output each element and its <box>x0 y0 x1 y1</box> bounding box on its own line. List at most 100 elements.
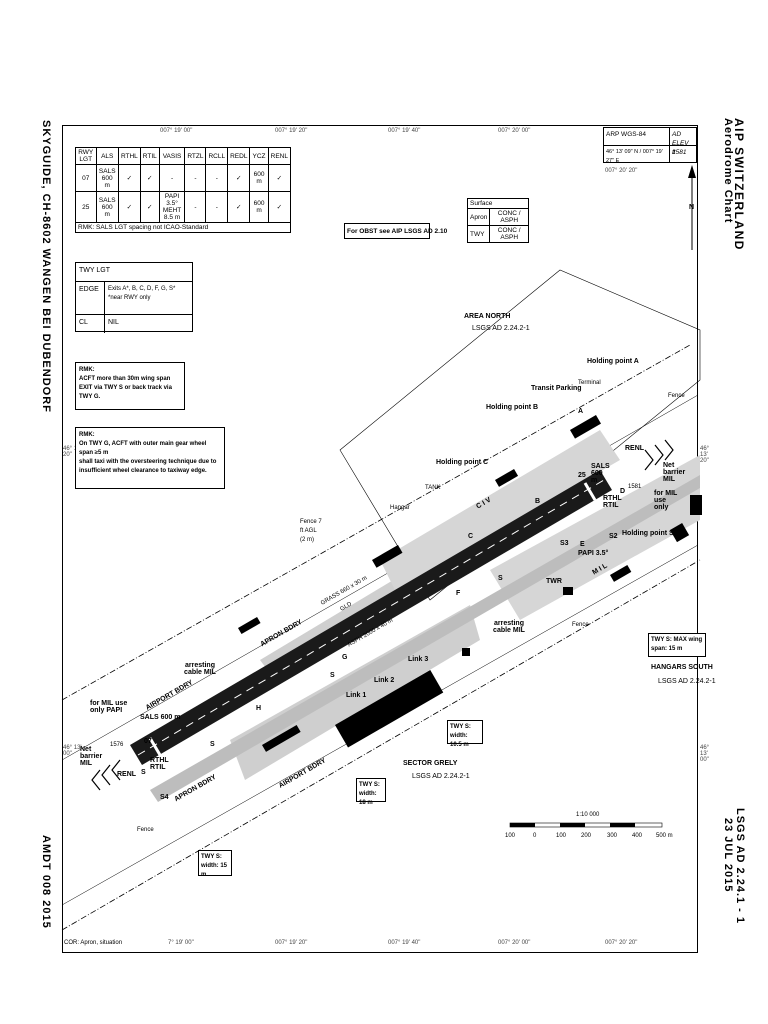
scale-tick: 100 <box>505 833 516 839</box>
airport-boundary-north <box>61 344 691 701</box>
arresting-cable-east: arresting cable MIL <box>493 620 525 634</box>
twy-e: E <box>580 541 585 548</box>
twy-s2: S2 <box>609 533 618 540</box>
remark-box-2: RMK: On TWY G, ACFT with outer main gear… <box>75 427 225 489</box>
coord-bottom-4: 007° 20' 00" <box>498 940 531 946</box>
arresting-cable-west: arresting cable MIL <box>184 662 216 676</box>
coord-top-3: 007° 19' 40" <box>388 128 421 134</box>
twy-h: H <box>256 705 262 712</box>
area-north-ref[interactable]: LSGS AD 2.24.2-1 <box>472 325 530 332</box>
arp-value: 46° 13' 09" N / 007° 19' 27" E <box>604 146 670 164</box>
twy-width-18: TWY S: width: 18 m <box>356 778 386 806</box>
airport-boundary-south <box>61 559 701 931</box>
apron-civ <box>380 430 620 590</box>
net-barrier-west: Net barrier MIL <box>80 746 103 767</box>
hangar-label: Hangar <box>390 505 410 511</box>
coord-right-1: 46° 13' 20" <box>700 446 710 464</box>
building <box>238 617 261 635</box>
holding-point-b: Holding point B <box>486 404 539 411</box>
twy-width-15: TWY S: width: 15 m <box>198 850 232 878</box>
twy-width-105: TWY S: width: 10.5 m <box>447 720 483 748</box>
twy-g: G <box>342 654 348 661</box>
twy-s-3: S <box>210 741 215 748</box>
fence-agl-label: Fence 7 ft AGL (2 m) <box>300 519 322 543</box>
twr-label: TWR <box>546 578 562 585</box>
arp-label: ARP WGS-84 <box>604 128 670 145</box>
renl-east: RENL <box>625 445 645 452</box>
scale-tick: 100 <box>556 833 567 839</box>
coord-bottom-2: 007° 19' 20" <box>275 940 308 946</box>
coord-left-2: 46° 13' 00" <box>63 745 82 757</box>
coord-inner-top: 007° 20' 20" <box>605 168 638 174</box>
runway-centerline <box>137 479 605 756</box>
twy-d: D <box>620 488 626 495</box>
coord-left-1: 46° 13' 20" <box>63 446 82 458</box>
rthl-east: RTHL RTIL <box>603 495 622 509</box>
building <box>262 725 301 752</box>
chart-frame <box>62 125 698 953</box>
coord-top-4: 007° 20' 00" <box>498 128 531 134</box>
threshold-25 <box>583 482 597 501</box>
sector-grely-ref[interactable]: LSGS AD 2.24.2-1 <box>412 773 470 780</box>
tank-label: TANK <box>425 485 441 491</box>
coord-top-2: 007° 19' 20" <box>275 128 308 134</box>
coord-bottom-1: 7° 19' 00" <box>168 940 194 946</box>
fence-label-e: Fence <box>572 622 589 628</box>
twy-c: C <box>468 533 474 540</box>
papi-east: PAPI 3.5° <box>578 550 609 557</box>
building <box>563 587 573 595</box>
arp-box: ARP WGS-84 AD ELEV ft 46° 13' 09" N / 00… <box>603 127 697 164</box>
hangar-block <box>335 670 444 748</box>
link-1: Link 1 <box>346 692 367 699</box>
threshold-07 <box>148 737 162 756</box>
terminal <box>570 415 601 439</box>
twy-f: F <box>456 590 461 597</box>
remark-box-1: RMK: ACFT more than 30m wing span EXIT v… <box>75 362 185 410</box>
sector-grely: SECTOR GRELY <box>403 760 458 767</box>
coord-bottom-5: 007° 20' 20" <box>605 940 638 946</box>
fence-label-s: Fence <box>137 827 154 833</box>
renl-west: RENL <box>117 771 137 778</box>
twy-a: A <box>578 408 584 415</box>
twy-lgt-title: TWY LGT <box>76 263 192 282</box>
obst-note: For OBST see AIP LSGS AD 2.10 <box>344 223 447 239</box>
transit-parking: Transit Parking <box>531 385 582 392</box>
hangars-south-ref[interactable]: LSGS AD 2.24.2-1 <box>658 678 716 685</box>
twy-lighting-table: TWY LGT EDGE Exits A*, B, C, D, F, G, S*… <box>75 262 193 333</box>
coord-top-1: 007° 19' 00" <box>160 128 193 134</box>
building <box>462 648 470 656</box>
for-mil-west: for MIL use only PAPI <box>90 700 128 714</box>
twy-s-2: S <box>330 672 335 679</box>
north-label: N <box>689 204 695 211</box>
scale-tick: 300 <box>607 833 618 839</box>
hangars-south: HANGARS SOUTH <box>651 664 713 671</box>
twy-s4: S4 <box>160 794 169 801</box>
building <box>610 565 632 582</box>
rwy-07-label: 07 <box>144 738 152 745</box>
scale-tick: 0 <box>533 833 537 839</box>
building <box>670 523 690 543</box>
holding-point-s1: Holding point S1 <box>622 530 678 537</box>
building <box>690 495 702 515</box>
for-mil-east: for MIL use only <box>654 490 678 511</box>
twy-max-note: TWY S: MAX wing span: 15 m <box>648 633 706 657</box>
correction-note: COR: Apron, situation <box>64 940 123 946</box>
hangar <box>372 545 403 568</box>
coord-bottom-3: 007° 19' 40" <box>388 940 421 946</box>
net-barrier-east: Net barrier MIL <box>663 462 686 483</box>
link-3: Link 3 <box>408 656 429 663</box>
chevrons-west <box>91 759 121 791</box>
scale-tick: 200 <box>581 833 592 839</box>
area-north-label: AREA NORTH <box>464 313 511 320</box>
rwy-25-label: 25 <box>578 472 586 479</box>
twy-s5: S <box>141 769 146 776</box>
twy-s-1: S <box>498 575 503 582</box>
building <box>495 469 519 487</box>
